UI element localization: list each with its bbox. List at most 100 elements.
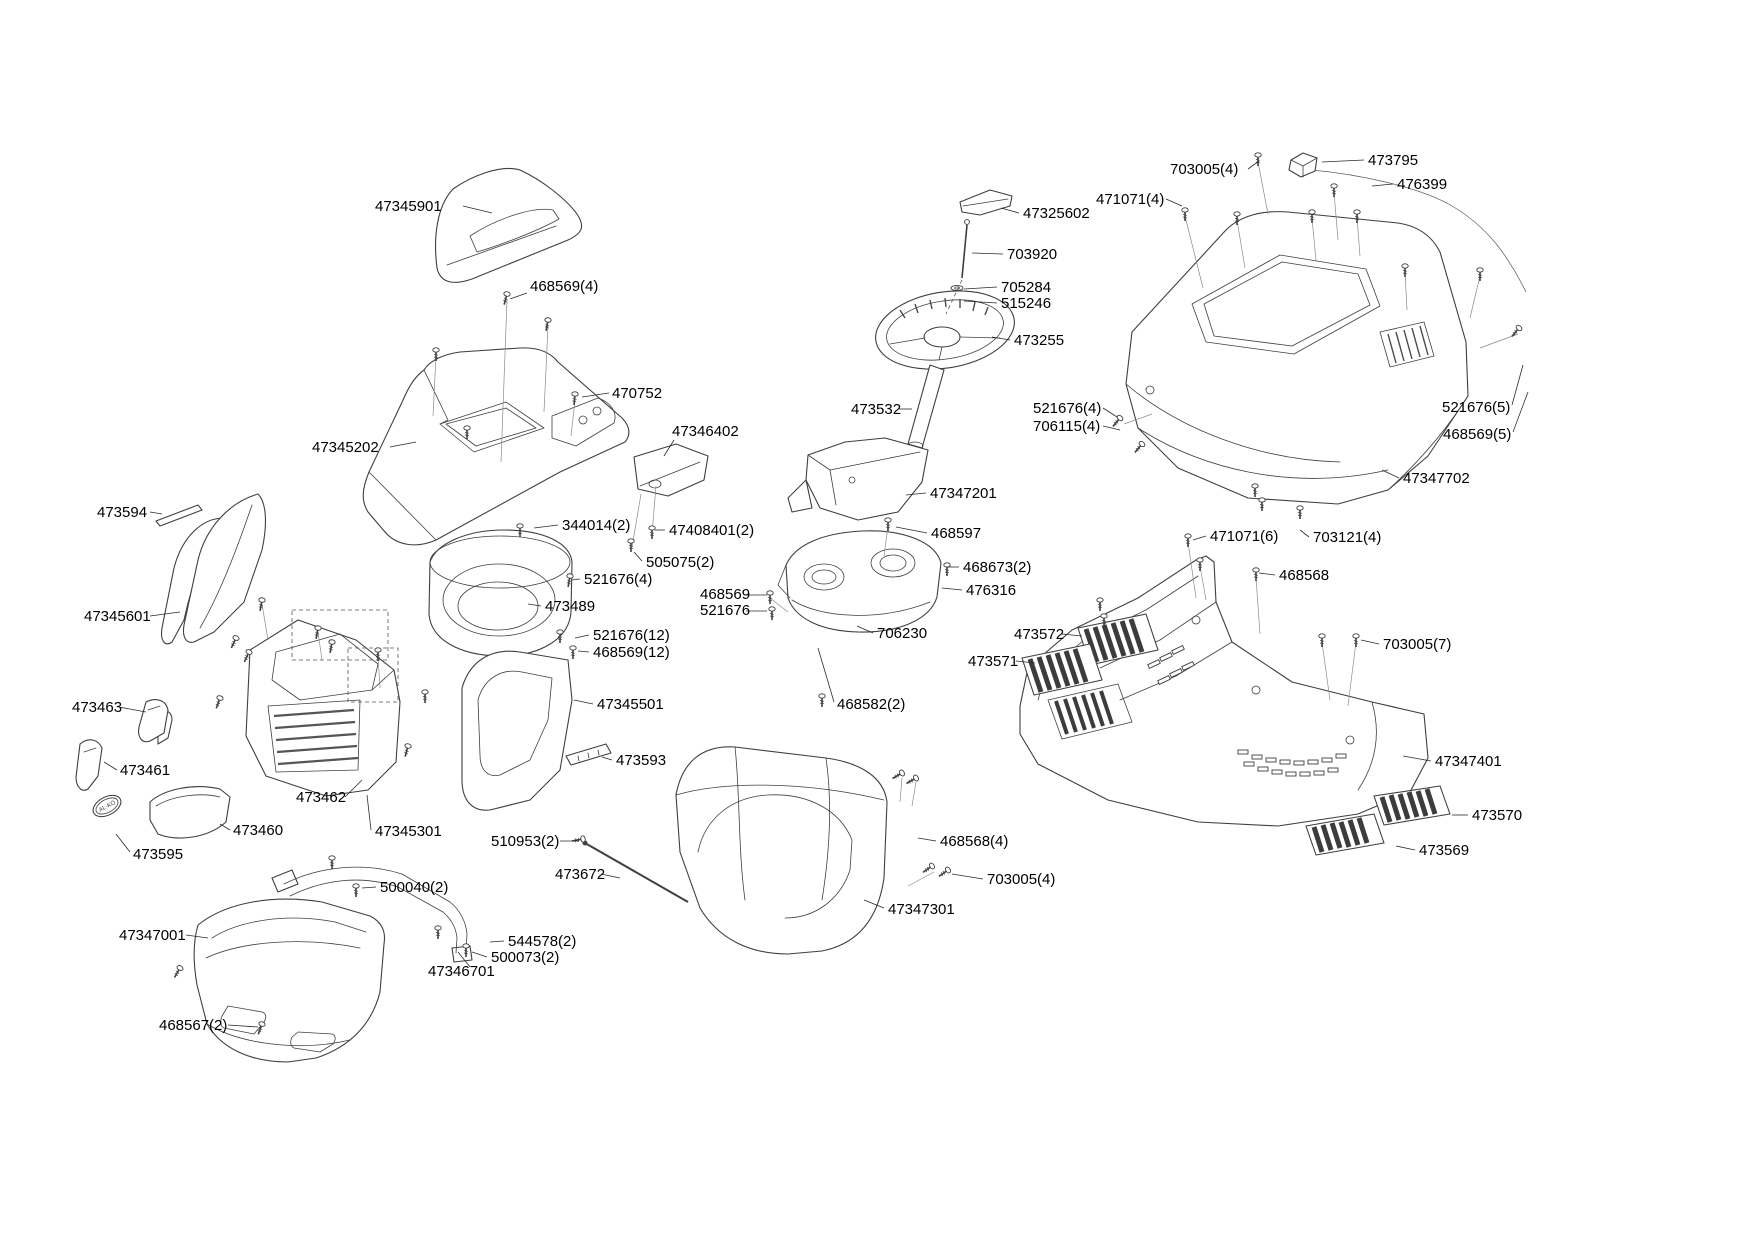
leader-line	[1165, 198, 1183, 207]
part-label-7031214: 703121(4)	[1313, 529, 1381, 546]
part-label-47347301: 47347301	[888, 901, 955, 918]
part-label-476316: 476316	[966, 582, 1016, 599]
leader-line	[905, 492, 927, 496]
part-473569-tread-pad	[1305, 813, 1385, 856]
part-label-5000732: 500073(2)	[491, 949, 559, 966]
leader-line	[1381, 469, 1400, 479]
leader-line	[895, 526, 928, 534]
leader-line	[917, 837, 937, 842]
leader-line	[149, 511, 163, 515]
part-473593-badge-strip	[565, 743, 612, 766]
leader-line	[149, 611, 181, 617]
part-473570-tread-pad	[1373, 785, 1451, 826]
leader-line	[863, 899, 885, 909]
part-label-470752: 470752	[612, 385, 662, 402]
leader-line	[366, 794, 372, 831]
leader-line	[457, 951, 471, 968]
part-label-47347201: 47347201	[930, 485, 997, 502]
part-label-47347702: 47347702	[1403, 470, 1470, 487]
part-label-473593: 473593	[616, 752, 666, 769]
leader-line	[1512, 391, 1529, 433]
leader-line	[118, 706, 147, 713]
part-473594-strip	[155, 504, 203, 527]
part-label-473572: 473572	[1014, 626, 1064, 643]
part-label-468597: 468597	[931, 525, 981, 542]
leader-line	[1015, 660, 1036, 664]
part-47325602-lever	[959, 189, 1013, 216]
part-label-7030054: 703005(4)	[1170, 161, 1238, 178]
part-label-7030054: 703005(4)	[987, 871, 1055, 888]
leader-line	[344, 779, 363, 798]
part-label-473462: 473462	[296, 789, 346, 806]
leader-line	[971, 252, 1004, 255]
leader-line	[115, 833, 131, 853]
leader-line	[185, 934, 209, 939]
part-473489-basin	[428, 529, 573, 657]
part-label-47347001: 47347001	[119, 927, 186, 944]
part-47345501-right-panel	[461, 650, 573, 811]
part-label-47345901: 47345901	[375, 198, 442, 215]
part-label-5000402: 500040(2)	[380, 879, 448, 896]
part-473462-front-cowl	[245, 609, 401, 797]
part-label-5216765: 521676(5)	[1442, 399, 1510, 416]
leader-line	[600, 873, 621, 879]
part-label-5216764: 521676(4)	[1033, 400, 1101, 417]
part-label-4686732: 468673(2)	[963, 559, 1031, 576]
part-label-4685822: 468582(2)	[837, 696, 905, 713]
leader-line	[574, 634, 590, 639]
leader-line	[633, 551, 643, 562]
leader-line	[527, 603, 542, 607]
leader-line	[509, 292, 528, 300]
part-label-473571: 473571	[968, 653, 1018, 670]
part-473461-bracket	[75, 739, 103, 791]
leader-line	[817, 647, 835, 703]
leader-line	[577, 650, 590, 653]
part-label-521676: 521676	[700, 602, 750, 619]
assembly-axis-lines	[261, 161, 1519, 887]
leader-line	[462, 205, 493, 214]
part-label-703920: 703920	[1007, 246, 1057, 263]
leader-line	[663, 439, 675, 457]
part-label-473255: 473255	[1014, 332, 1064, 349]
part-703920-rod	[961, 219, 970, 279]
part-label-476399: 476399	[1397, 176, 1447, 193]
part-label-473463: 473463	[72, 699, 122, 716]
part-label-473461: 473461	[120, 762, 170, 779]
part-47346701-support-bar	[271, 866, 473, 963]
part-473571-tread-pad	[1021, 643, 1103, 696]
part-label-473489: 473489	[545, 598, 595, 615]
leader-line	[601, 756, 613, 761]
part-47347301-rear-fender	[675, 746, 888, 955]
part-label-47346402: 47346402	[672, 423, 739, 440]
leader-line	[1321, 159, 1365, 163]
part-label-47346701: 47346701	[428, 963, 495, 980]
leader-line	[1102, 425, 1121, 431]
part-label-47325602: 47325602	[1023, 205, 1090, 222]
part-label-474084012: 47408401(2)	[669, 522, 754, 539]
part-label-705284: 705284	[1001, 279, 1051, 296]
part-47347702-rear-hood	[1125, 211, 1469, 505]
leader-line	[941, 587, 963, 591]
leader-line	[533, 524, 559, 529]
leader-line	[1000, 207, 1020, 214]
part-473460-bumper-corner	[149, 786, 231, 839]
part-label-47347401: 47347401	[1435, 753, 1502, 770]
part-label-473570: 473570	[1472, 807, 1522, 824]
part-label-46856912: 468569(12)	[593, 644, 670, 661]
part-label-473460: 473460	[233, 822, 283, 839]
leader-line	[1511, 364, 1524, 406]
part-47345901-console-cover	[435, 168, 583, 283]
part-label-4685695: 468569(5)	[1443, 426, 1511, 443]
part-label-473569: 473569	[1419, 842, 1469, 859]
part-label-468568: 468568	[1279, 567, 1329, 584]
part-label-473672: 473672	[555, 866, 605, 883]
part-473463-bracket	[138, 699, 173, 745]
leader-line	[489, 940, 505, 943]
part-476316-fender-console	[777, 530, 942, 633]
part-label-52167612: 521676(12)	[593, 627, 670, 644]
part-label-5445782: 544578(2)	[508, 933, 576, 950]
part-label-5050752: 505075(2)	[646, 554, 714, 571]
leader-line	[103, 761, 118, 771]
leader-line	[471, 951, 488, 958]
